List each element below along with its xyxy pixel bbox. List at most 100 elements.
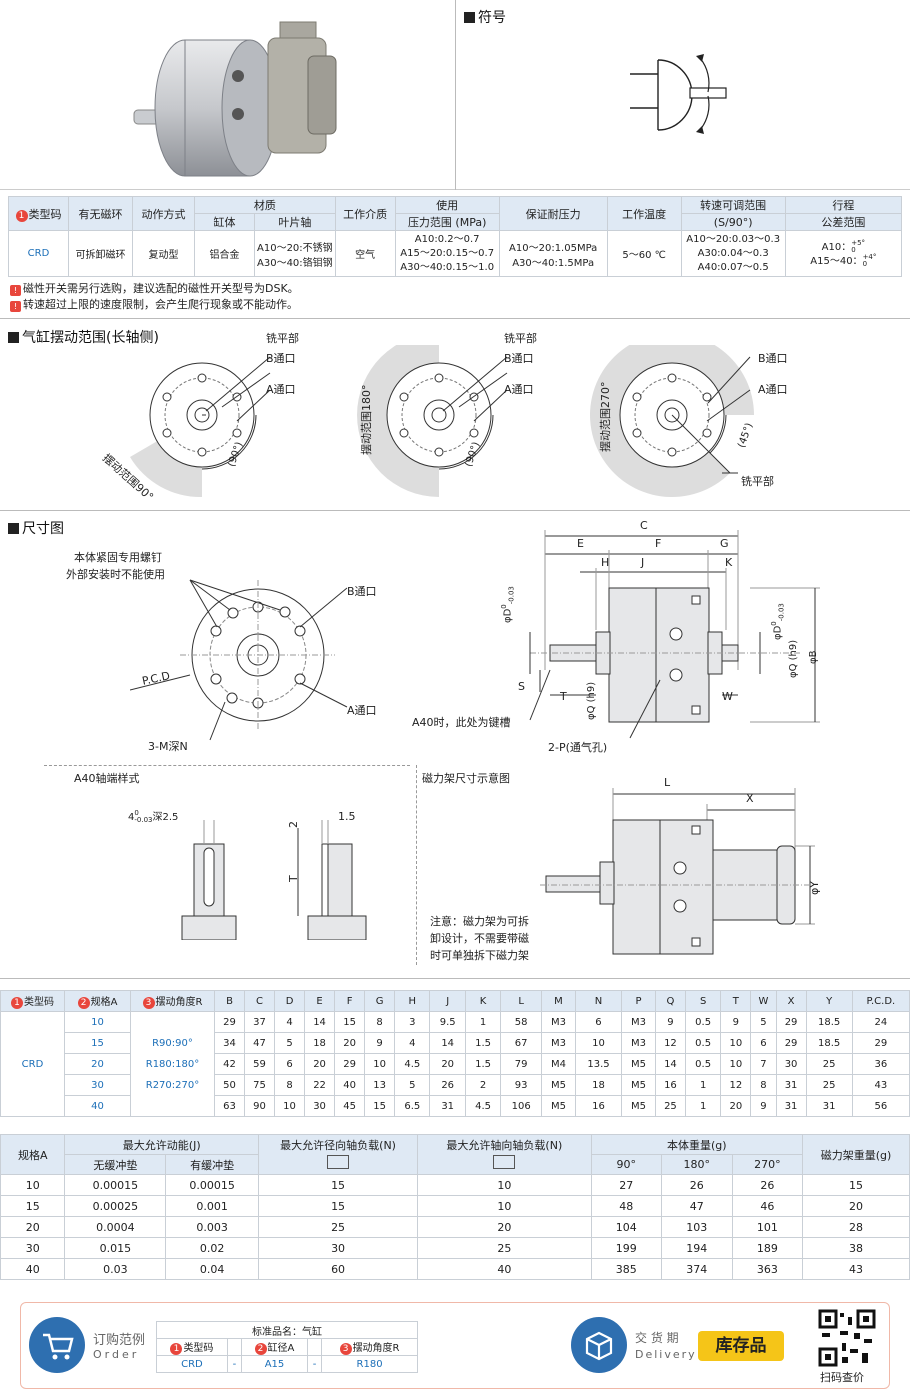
table-cell: 29 (851, 1032, 910, 1054)
table-cell: 24 (851, 1011, 910, 1033)
th-w180: 180° (661, 1154, 733, 1175)
table-cell: 20 (0, 1216, 66, 1238)
th-w90: 90° (590, 1154, 663, 1175)
table-cell: 6 (750, 1032, 777, 1054)
dim-G: G (720, 537, 729, 550)
table-cell: 38 (802, 1237, 910, 1259)
th-energy: 最大允许动能(J) (64, 1134, 259, 1155)
table-cell: 10 (720, 1053, 752, 1075)
td-dim-size: 15 (64, 1032, 131, 1054)
td-dim-size: 40 (64, 1095, 131, 1117)
table-cell: M3 (541, 1032, 576, 1054)
swing90-a-label: A通口 (266, 383, 296, 396)
swing-diagram-180 (357, 345, 508, 497)
table-cell: 6 (574, 1011, 623, 1033)
table-cell: M3 (621, 1032, 656, 1054)
table-cell: 30 (257, 1237, 419, 1259)
table-cell: 56 (851, 1095, 910, 1117)
table-cell: 29 (775, 1011, 807, 1033)
table-cell: 189 (731, 1237, 804, 1259)
axial-load-icon (493, 1155, 516, 1169)
table-cell: 14 (654, 1053, 686, 1075)
load-table: 规格A 最大允许动能(J) 最大允许径向轴负载(N) 最大允许轴向轴负载(N) … (0, 1134, 910, 1280)
td-temp: 5～60 ℃ (606, 230, 682, 277)
table-cell: 20 (334, 1032, 366, 1054)
th-dim-col: D (274, 990, 306, 1012)
note-1: !磁性开关需另行选购，建议选配的磁性开关型号为DSK。 (10, 280, 299, 296)
dim-phiB: φB (808, 650, 819, 664)
table-cell: 26 (661, 1174, 733, 1196)
delivery-box-icon (571, 1317, 627, 1373)
table-cell: 31 (805, 1095, 853, 1117)
mag-note-2: 卸设计，不需要带磁 (430, 932, 529, 945)
table-cell: 6 (274, 1053, 306, 1075)
table-cell: 14 (429, 1032, 466, 1054)
dim-keyway: A40时，此处为键槽 (412, 716, 511, 729)
th-temp: 工作温度 (606, 196, 682, 231)
th-load-size: 规格A (0, 1134, 66, 1175)
th-dim-col: T (720, 990, 752, 1012)
table-cell: 1.5 (464, 1032, 502, 1054)
table-cell: 47 (244, 1032, 276, 1054)
dim-p-port: 2-P(通气孔) (548, 741, 608, 754)
table-cell: 18 (574, 1074, 623, 1096)
td-dim-type: CRD (0, 1011, 65, 1117)
table-cell: 1 (464, 1011, 502, 1033)
th-dim-col: X (775, 990, 807, 1012)
dim-title: 尺寸图 (8, 518, 64, 538)
screw-note-2: 外部安装时不能使用 (66, 568, 165, 581)
dim-m-deep: 3-M深N (148, 740, 188, 753)
table-cell: 374 (661, 1258, 733, 1280)
table-cell: 0.00015 (165, 1174, 259, 1196)
th-vane: 叶片轴 (254, 213, 336, 231)
table-cell: 43 (851, 1074, 910, 1096)
th-dim-col: N (574, 990, 623, 1012)
th-dim-col: P (621, 990, 656, 1012)
table-cell: M3 (541, 1011, 576, 1033)
table-cell: 9.5 (429, 1011, 466, 1033)
symbol-title: 符号 (464, 7, 506, 27)
table-cell: 15 (334, 1011, 366, 1033)
divider (0, 318, 910, 319)
order-en: Order (93, 1348, 140, 1361)
swing90-flat-label: 铣平部 (266, 332, 299, 345)
table-cell: 20 (304, 1053, 336, 1075)
dim-a-port: A通口 (347, 704, 377, 717)
std-name: 标准品名：气缸 (156, 1321, 418, 1339)
table-cell: 25 (654, 1095, 686, 1117)
th-dim-col: Y (805, 990, 853, 1012)
table-cell: 104 (590, 1216, 663, 1238)
swing270-b-label: B通口 (758, 352, 788, 365)
table-cell: 0.003 (165, 1216, 259, 1238)
table-cell: 20 (429, 1053, 466, 1075)
th-stroke-tol: 公差范围 (784, 213, 903, 231)
th-no-cushion: 无缓冲垫 (64, 1154, 167, 1175)
table-cell: 30 (775, 1053, 807, 1075)
table-cell: 20 (802, 1195, 910, 1217)
th-dim-col: M (541, 990, 576, 1012)
table-cell: M5 (621, 1074, 656, 1096)
table-cell: 10 (0, 1174, 66, 1196)
table-cell: 20 (417, 1216, 592, 1238)
divider (0, 510, 910, 511)
table-cell: 14 (304, 1011, 336, 1033)
order-v3: R180 (321, 1355, 418, 1373)
top-divider (455, 0, 456, 190)
table-cell: 9 (750, 1095, 777, 1117)
table-cell: 5 (274, 1032, 306, 1054)
mag-title: 磁力架尺寸示意图 (422, 772, 510, 785)
table-cell: M5 (621, 1095, 656, 1117)
table-cell: 45 (334, 1095, 366, 1117)
table-cell: M5 (541, 1074, 576, 1096)
th-weight: 本体重量(g) (590, 1134, 804, 1155)
table-cell: M3 (621, 1011, 656, 1033)
table-cell: 4.5 (394, 1053, 431, 1075)
td-action: 复动型 (132, 230, 195, 277)
table-cell: 101 (731, 1216, 804, 1238)
